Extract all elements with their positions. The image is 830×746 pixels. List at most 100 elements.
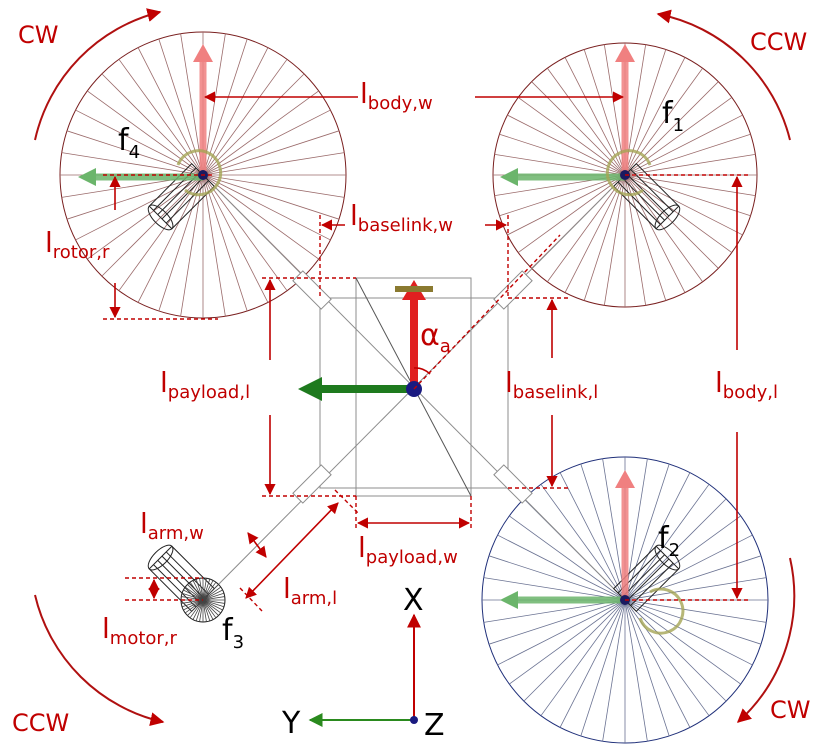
rotor-spoke	[101, 174, 204, 277]
rotation-arcs	[34, 8, 796, 727]
rotor-spoke	[195, 599, 204, 622]
rotor-spoke	[181, 596, 204, 601]
rotor-spoke	[202, 90, 319, 176]
motor-1	[612, 162, 681, 231]
rotor-4	[59, 31, 347, 319]
world-z-label: Z	[424, 708, 445, 743]
rotor-spoke	[488, 599, 626, 645]
rotor-spoke	[184, 599, 204, 614]
rotor-spoke	[202, 174, 288, 291]
dim-baselink-l-label: lbaselink,l	[505, 366, 598, 403]
rotor-1	[492, 42, 758, 308]
dim-arm-w-label: larm,w	[140, 507, 204, 544]
force-f2-label: f2	[658, 521, 680, 561]
rotor-spoke	[624, 174, 751, 217]
rotor-axes	[78, 44, 685, 635]
dim-payload-w-label: lpayload,w	[358, 531, 458, 568]
rotor-spoke	[624, 555, 762, 601]
rotor-spoke	[202, 578, 207, 601]
rotor-spoke	[192, 580, 204, 601]
rotor-spoke	[624, 49, 667, 176]
rotor-spoke	[87, 90, 204, 176]
rotor-spoke	[158, 174, 204, 312]
rotor-spoke	[202, 152, 345, 176]
rotor-spoke	[202, 174, 340, 220]
rotor-2-torque-icon	[638, 587, 685, 635]
rotor-spoke	[624, 472, 691, 601]
rotor-4-y-arrowhead	[78, 168, 96, 186]
rotor-spoke	[202, 599, 225, 608]
rotor-spoke	[195, 578, 204, 601]
rotor-spoke	[517, 97, 626, 176]
dim-motor-r-label: lmotor,r	[102, 612, 178, 649]
dash-arm-end-bottom	[239, 587, 263, 612]
alpha-arc	[413, 367, 431, 375]
rotor-spoke	[202, 174, 269, 303]
rotor-spoke	[547, 174, 626, 283]
rotor-spoke	[624, 57, 686, 176]
rotor-spoke	[624, 97, 733, 176]
rotor-spoke	[202, 599, 207, 622]
dim-body-l-label: lbody,l	[715, 366, 778, 403]
rotor-spoke	[624, 515, 741, 601]
force-f1-label: f1	[662, 96, 684, 136]
motor-3	[147, 544, 226, 623]
rotor-spoke	[507, 114, 626, 176]
rotor-spoke	[181, 599, 204, 604]
dash-arm-end-top	[334, 489, 359, 514]
rotor-spoke	[624, 599, 670, 737]
rotor-spoke	[202, 47, 269, 176]
rotor-spoke	[580, 599, 626, 737]
rotor-2-x-arrowhead	[615, 470, 635, 488]
rotor-1-rotation-label: CCW	[750, 28, 807, 56]
rotor-spoke	[202, 586, 222, 601]
motor-3-spokes	[181, 578, 225, 622]
rotor-spoke	[183, 599, 204, 611]
rotor-spoke	[184, 586, 204, 601]
rotor-spoke	[61, 152, 204, 176]
rotor-spoke	[624, 599, 648, 742]
rotor-spoke	[101, 73, 204, 176]
rotor-spoke	[202, 599, 222, 614]
arm-w-arrow	[247, 532, 267, 558]
rotor-spoke	[559, 599, 626, 728]
rotor-spoke	[624, 534, 753, 601]
rotor-spoke	[202, 599, 223, 611]
rotor-spoke	[183, 589, 204, 601]
rotor-spoke	[624, 498, 727, 601]
rotor-spoke	[189, 581, 204, 601]
rotor-spoke	[497, 599, 626, 666]
rotor-spoke	[118, 174, 204, 291]
rotor-spoke	[499, 174, 626, 217]
rotor-spoke	[624, 577, 767, 601]
rotor-4-x-arrowhead	[193, 44, 213, 62]
rotor-4-rotation-label: CW	[18, 21, 59, 49]
rotor-spoke	[624, 67, 703, 176]
rotor-spoke	[202, 592, 225, 601]
rotor-spoke	[202, 73, 305, 176]
rotor-spoke	[202, 599, 211, 622]
body-axes	[298, 280, 433, 401]
world-z-axis	[410, 716, 418, 724]
rotor-spoke	[602, 458, 626, 601]
rotor-spoke	[540, 599, 626, 716]
rotor-spoke	[202, 174, 319, 260]
rotor-spoke	[523, 599, 626, 702]
force-f3-label: f3	[222, 613, 244, 653]
rotor-spoke	[202, 599, 214, 620]
rotor-spoke	[180, 174, 204, 317]
rotor-spoke	[137, 174, 204, 303]
rotor-spoke	[624, 133, 751, 176]
rotor-spoke	[624, 599, 710, 716]
rotor-spoke	[192, 599, 204, 620]
rotor-spoke	[202, 589, 223, 601]
rotor-spoke	[202, 59, 288, 176]
rotor-spoke	[187, 599, 204, 616]
rotor-spoke	[624, 599, 762, 645]
rotor-spoke	[202, 580, 214, 601]
rotor-spoke	[624, 153, 756, 176]
rotor-spoke	[202, 174, 345, 198]
dim-payload-l-label: lpayload,l	[160, 366, 250, 403]
rotor-spoke	[624, 599, 727, 702]
rotor-spoke	[499, 133, 626, 176]
